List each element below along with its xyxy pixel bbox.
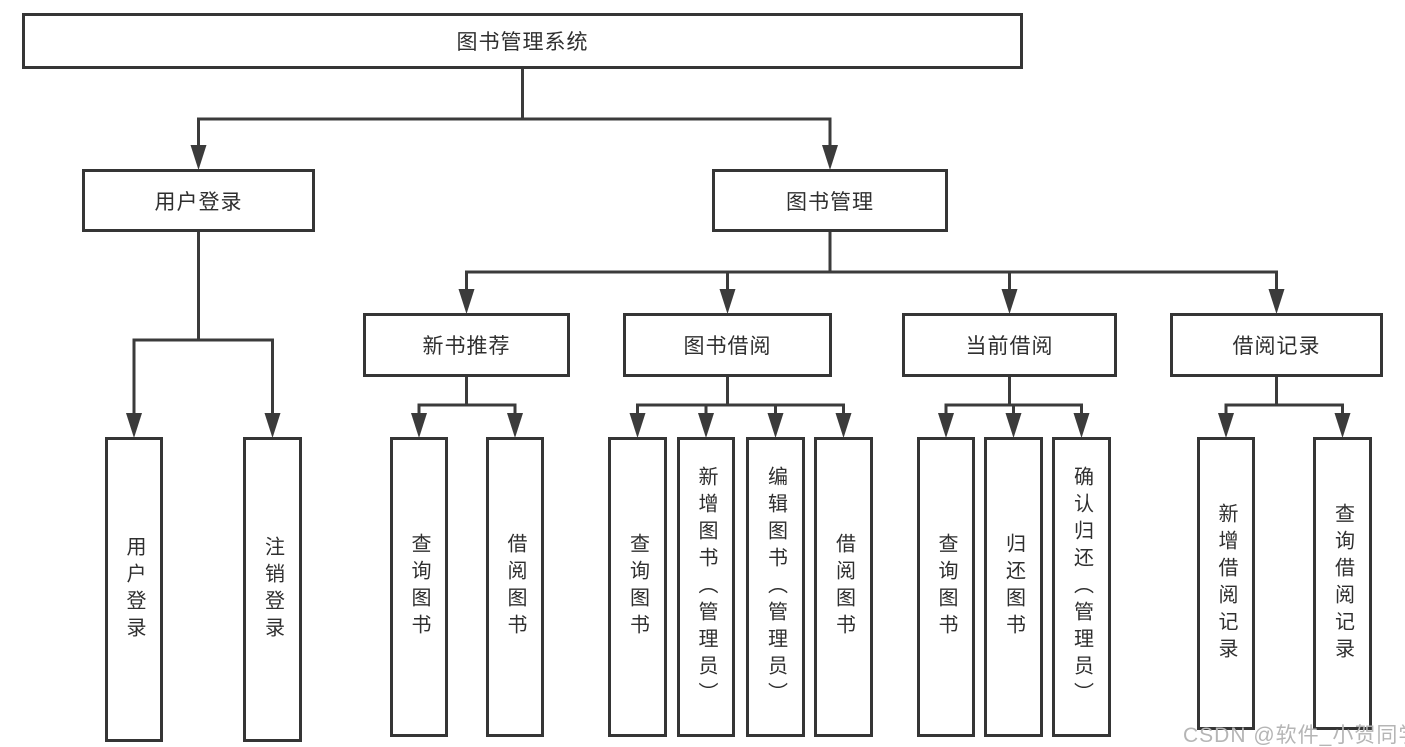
node-label: 借阅记录: [1232, 335, 1321, 358]
arrowhead-v-query-1: [411, 413, 427, 438]
node-label: 新书推荐: [422, 335, 511, 358]
node-v-user-login: 用户登录: [105, 437, 163, 742]
node-root: 图书管理系统: [22, 13, 1023, 69]
arrowhead-v-query-3: [938, 413, 954, 438]
node-book-mgmt: 图书管理: [712, 169, 948, 232]
node-label: 归还图书: [1002, 533, 1025, 641]
node-label: 编辑图书（管理员）: [764, 465, 787, 709]
node-label: 新增图书（管理员）: [695, 465, 717, 709]
node-v-edit-book: 编辑图书（管理员）: [746, 437, 805, 737]
node-v-query-1: 查询图书: [390, 437, 448, 737]
arrowhead-borrow-record: [1268, 289, 1285, 314]
arrowhead-v-confirm-return: [1073, 413, 1090, 438]
node-book-borrow: 图书借阅: [623, 313, 832, 377]
node-new-book: 新书推荐: [363, 313, 570, 377]
node-v-logout: 注销登录: [243, 437, 302, 742]
node-v-borrow-2: 借阅图书: [814, 437, 873, 737]
node-user-login: 用户登录: [82, 169, 315, 232]
node-label: 图书管理系统: [456, 31, 589, 54]
node-borrow-record: 借阅记录: [1170, 313, 1383, 377]
arrowhead-v-logout: [264, 413, 281, 438]
node-label: 借阅图书: [832, 533, 855, 641]
arrowhead-v-add-book: [698, 413, 714, 438]
arrowhead-v-edit-book: [767, 413, 784, 438]
arrowhead-book-borrow: [719, 289, 736, 314]
node-v-add-book: 新增图书（管理员）: [677, 437, 735, 737]
arrowhead-v-return: [1005, 413, 1022, 438]
node-label: 查询借阅记录: [1331, 502, 1354, 665]
node-label: 当前借阅: [965, 335, 1054, 358]
node-label: 查询图书: [408, 533, 430, 641]
node-label: 查询图书: [626, 533, 649, 641]
node-v-confirm-return: 确认归还（管理员）: [1052, 437, 1111, 737]
arrowhead-v-query-record: [1334, 413, 1351, 438]
node-v-query-2: 查询图书: [608, 437, 667, 737]
node-label: 借阅图书: [504, 533, 526, 641]
watermark: CSDN @软件_小贺同学: [1183, 724, 1405, 747]
node-v-add-record: 新增借阅记录: [1197, 437, 1255, 730]
arrowhead-v-borrow-1: [507, 413, 523, 438]
arrowhead-v-add-record: [1218, 413, 1234, 438]
arrowhead-user-login: [190, 145, 207, 170]
node-label: 注销登录: [261, 535, 284, 644]
node-v-query-record: 查询借阅记录: [1313, 437, 1372, 730]
node-v-borrow-1: 借阅图书: [486, 437, 544, 737]
arrowhead-current-borrow: [1001, 289, 1018, 314]
arrowhead-book-mgmt: [822, 145, 838, 170]
arrowhead-v-query-2: [629, 413, 646, 438]
node-label: 图书管理: [786, 190, 874, 214]
node-label: 查询图书: [935, 533, 957, 641]
node-label: 用户登录: [154, 190, 243, 214]
node-v-query-3: 查询图书: [917, 437, 975, 737]
node-label: 用户登录: [123, 535, 145, 644]
node-v-return: 归还图书: [984, 437, 1043, 737]
node-label: 图书借阅: [683, 335, 772, 358]
arrowhead-v-borrow-2: [835, 413, 852, 438]
arrowhead-new-book: [458, 289, 475, 314]
node-current-borrow: 当前借阅: [902, 313, 1117, 377]
node-label: 新增借阅记录: [1215, 502, 1237, 665]
arrowhead-v-user-login: [126, 413, 142, 438]
node-label: 确认归还（管理员）: [1070, 465, 1093, 709]
